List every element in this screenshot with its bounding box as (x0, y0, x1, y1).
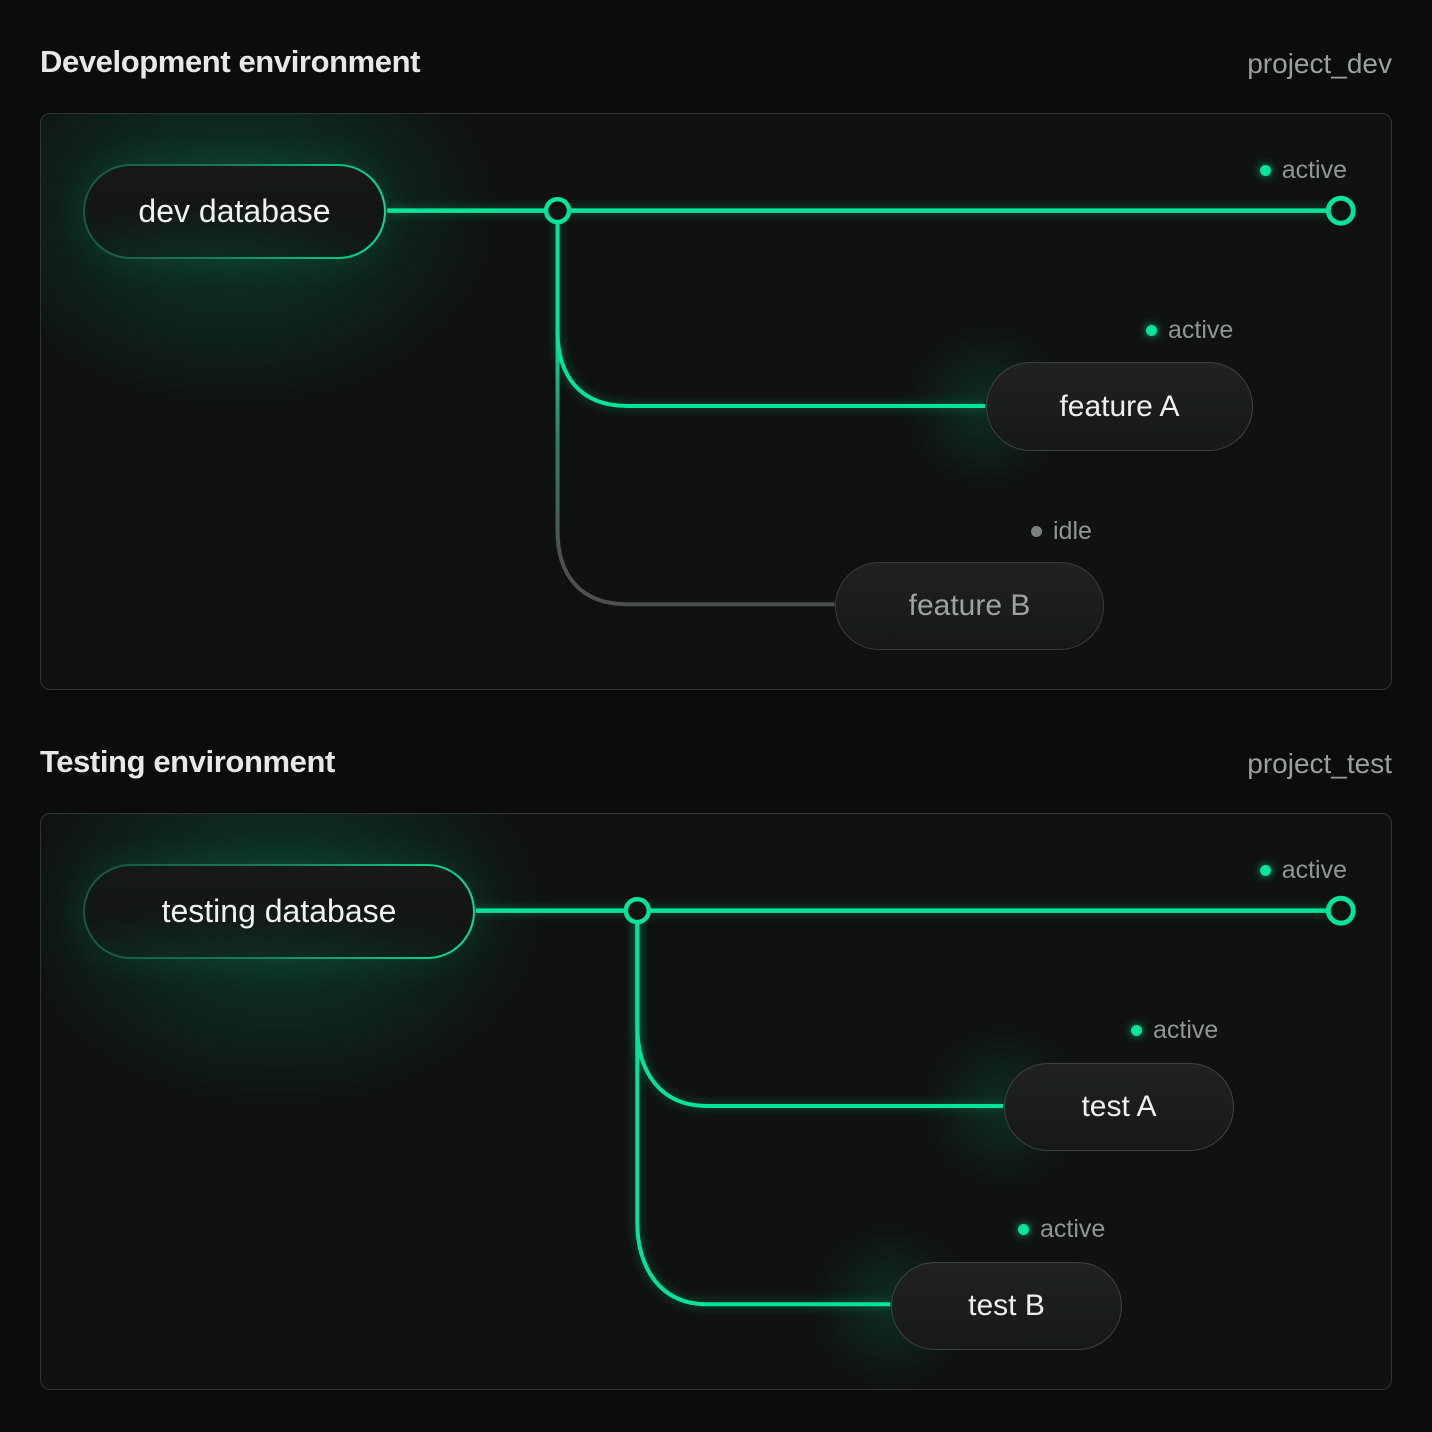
test-a-node[interactable]: test A (1004, 1063, 1234, 1151)
status-label: active (1153, 1016, 1218, 1045)
branch-point (626, 899, 649, 922)
test-b-status: active (1018, 1215, 1105, 1244)
dev-environment-panel: dev database active active feature A idl… (40, 113, 1392, 690)
test-environment-panel: testing database active active test A ac… (40, 813, 1392, 1390)
dev-project-label: project_dev (1247, 48, 1392, 80)
status-label: idle (1053, 517, 1092, 546)
feature-a-branch-line (558, 214, 986, 406)
dev-database-label: dev database (138, 193, 330, 230)
test-b-label: test B (968, 1289, 1045, 1323)
dev-database-node[interactable]: dev database (83, 164, 386, 259)
test-project-label: project_test (1247, 748, 1392, 780)
status-label: active (1282, 156, 1347, 185)
status-label: active (1282, 856, 1347, 885)
main-branch-status: active (1260, 156, 1347, 185)
testing-database-node[interactable]: testing database (83, 864, 475, 959)
test-a-branch-line (637, 914, 1003, 1106)
status-label: active (1168, 316, 1233, 345)
active-status-dot (1018, 1224, 1029, 1235)
main-branch-endpoint (1328, 198, 1353, 223)
test-a-label: test A (1081, 1090, 1156, 1124)
test-a-status: active (1131, 1016, 1218, 1045)
idle-status-dot (1031, 526, 1042, 537)
active-status-dot (1131, 1025, 1142, 1036)
active-status-dot (1260, 165, 1271, 176)
branch-point (546, 199, 569, 222)
feature-a-node[interactable]: feature A (986, 362, 1253, 451)
feature-b-status: idle (1031, 517, 1092, 546)
testing-database-label: testing database (162, 893, 397, 930)
active-status-dot (1260, 865, 1271, 876)
feature-a-status: active (1146, 316, 1233, 345)
test-b-node[interactable]: test B (891, 1262, 1122, 1350)
active-status-dot (1146, 325, 1157, 336)
test-b-branch-line (637, 914, 890, 1305)
main-branch-status: active (1260, 856, 1347, 885)
feature-b-label: feature B (909, 589, 1031, 623)
dev-environment-title: Development environment (40, 44, 420, 80)
test-environment-title: Testing environment (40, 744, 335, 780)
feature-b-branch-line (558, 214, 835, 605)
main-branch-endpoint (1328, 898, 1353, 923)
feature-a-label: feature A (1059, 390, 1179, 424)
status-label: active (1040, 1215, 1105, 1244)
feature-b-node[interactable]: feature B (835, 562, 1104, 650)
